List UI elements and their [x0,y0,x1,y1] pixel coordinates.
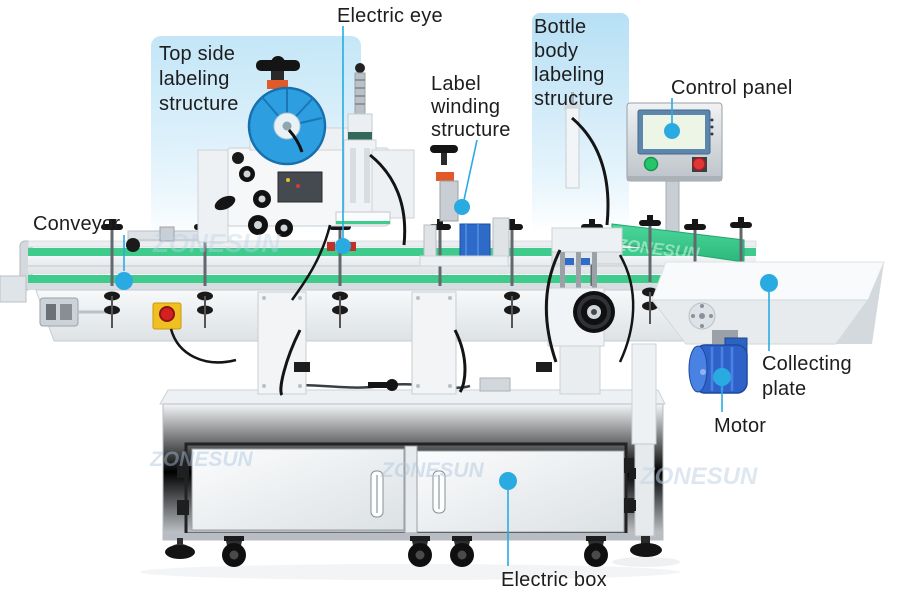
label-roll [459,223,491,259]
support-columns [257,291,552,396]
cable [369,153,407,246]
cable [290,224,332,301]
callout-dot-conveyor [115,272,133,290]
label-path-rollers [214,152,293,237]
callout-dot-motor [713,368,731,386]
top-side-labeling-structure [197,56,415,301]
highlight-box-bottle-body [532,13,629,230]
callout-label-control-panel: Control panel [671,77,793,99]
callout-lines [123,26,770,566]
electric-box-door-left [191,448,405,531]
electric-eye-sensor [327,242,335,251]
drive-wheel [573,291,615,333]
watermark-text: ZONESUN [152,228,281,258]
conveyor-guide-rails [28,248,756,283]
watermark-text: ZONESUN [149,448,254,471]
emergency-stop-button [152,302,182,330]
callout-dots [115,123,778,490]
callout-label-motor: Motor [714,415,767,437]
label-winding-structure [419,145,510,267]
bottle-body-labeling-structure [544,92,635,395]
callout-dot-collecting-plate [760,274,778,292]
pneumatic-cylinder [343,63,377,216]
callout-label-label-winding: Label winding structure [431,73,511,141]
callout-dot-label-winding [454,199,470,215]
cable [169,328,237,364]
callout-dot-control-panel [664,123,680,139]
stop-button [692,157,706,171]
label-reel-disc [247,86,327,166]
watermarks: ZONESUN ZONESUN ZONESUN ZONESUN [149,228,758,490]
start-button [643,156,659,172]
cable [544,249,562,363]
control-panel-box [626,102,723,182]
watermark-text: ZONESUN [639,463,758,490]
floor-shadow [612,557,680,567]
callout-label-collecting-plate: Collecting plate [762,353,852,400]
callout-label-top-side-labeling: Top side labeling structure [159,43,239,115]
callout-label-bottle-body-labeling: Bottle body labeling structure [534,16,614,110]
cable [571,116,610,226]
watermark-text: ZONESUN [380,459,485,482]
callout-dot-electric-box [499,472,517,490]
callout-label-electric-box: Electric box [501,569,607,591]
cable [618,254,635,363]
electric-box-door-right [416,450,625,533]
callout-label-conveyor: Conveyor [33,213,121,235]
casters-and-feet [165,536,608,567]
callout-dot-electric-eye [335,238,351,254]
floor-shadow [140,564,680,580]
right-support-leg [629,343,662,557]
callout-label-electric-eye: Electric eye [337,5,443,27]
callout-line-label-winding [463,139,478,201]
